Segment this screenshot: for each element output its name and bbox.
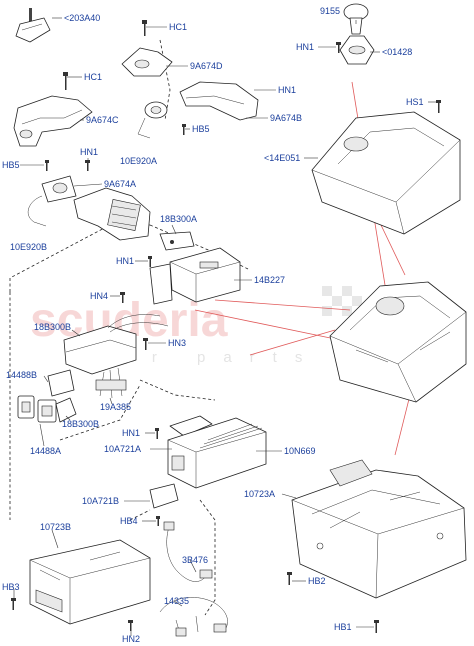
label-10e920a: 10E920A <box>120 156 157 166</box>
label-hn1-c: HN1 <box>116 256 134 266</box>
label-hc1-b: HC1 <box>84 72 102 82</box>
label-9155: 9155 <box>320 6 340 16</box>
harness-19a385 <box>63 314 169 399</box>
label-10723b: 10723B <box>40 522 71 532</box>
label-10723a: 10723A <box>244 489 275 499</box>
label-19a385: 19A385 <box>100 402 131 412</box>
label-18b300a: 18B300A <box>160 214 197 224</box>
label-hn1-b: HN1 <box>80 147 98 157</box>
stud-hn3 <box>143 338 148 350</box>
callout-labels: <203A40 HC1 HC1 9A674D HN1 9A674C 9A674B… <box>2 6 424 644</box>
stud-hn4 <box>120 292 125 303</box>
label-hn2: HN2 <box>122 634 140 644</box>
sensor-10e920b <box>27 175 77 227</box>
cover-14e051 <box>311 111 461 235</box>
harness-14335 <box>159 597 228 637</box>
connector-14488b <box>17 395 35 419</box>
label-hb2: HB2 <box>308 576 326 586</box>
label-hn1-a: HN1 <box>278 85 296 95</box>
assembly-centre <box>329 281 467 403</box>
label-10a721b: 10A721B <box>82 496 119 506</box>
sensor-10e920a <box>137 101 168 139</box>
label-10n669: 10N669 <box>284 446 316 456</box>
label-14488a: 14488A <box>30 446 61 456</box>
stud-hc1-b <box>63 72 68 90</box>
watermark-sub: car parts <box>100 349 320 366</box>
bracket-10a721a <box>155 415 213 439</box>
bolt-hb1 <box>374 620 379 633</box>
label-9a674a: 9A674A <box>104 179 136 189</box>
harness-3b476 <box>163 521 213 582</box>
stud-hc1-a <box>142 20 147 36</box>
label-hn3: HN3 <box>168 338 186 348</box>
duct-9a674d <box>121 47 173 77</box>
label-hb1: HB1 <box>334 622 352 632</box>
label-9a674b: 9A674B <box>270 113 302 123</box>
label-hn1-d: HN1 <box>122 428 140 438</box>
bracket-18b300a <box>159 231 195 251</box>
label-hn1-e: HN1 <box>296 42 314 52</box>
label-hc1-a: HC1 <box>169 22 187 32</box>
tray-10723b <box>29 539 151 625</box>
casing-10723a <box>291 459 467 599</box>
label-10a721a: 10A721A <box>104 444 141 454</box>
label-10e920b: 10E920B <box>10 242 47 252</box>
label-14488b: 14488B <box>6 370 37 380</box>
checkered-flag-icon <box>322 286 362 316</box>
duct-9a674c <box>13 95 93 147</box>
bolt-hb2 <box>287 572 292 585</box>
knob-9155 <box>343 3 369 35</box>
stud-hs1 <box>436 100 441 113</box>
label-hb5-b: HB5 <box>2 160 20 170</box>
module-10n669 <box>167 417 267 489</box>
label-9a674d: 9A674D <box>190 61 223 71</box>
label-9a674c: 9A674C <box>86 115 119 125</box>
bolt-hb5-a <box>182 124 186 135</box>
label-hb5-a: HB5 <box>192 124 210 134</box>
label-hs1: HS1 <box>406 97 424 107</box>
stud-hn1-top <box>336 42 341 53</box>
label-hn4: HN4 <box>90 291 108 301</box>
module-14b227 <box>169 247 241 303</box>
gaiter-01428 <box>339 35 375 65</box>
label-18b300b-b: 18B300B <box>62 419 99 429</box>
duct-9a674b <box>179 81 259 121</box>
label-hb4: HB4 <box>120 516 138 526</box>
label-hb3: HB3 <box>2 582 20 592</box>
leader-lines <box>13 17 436 636</box>
label-14b227: 14B227 <box>254 275 285 285</box>
label-203a40: <203A40 <box>64 13 100 23</box>
label-14e051: <14E051 <box>264 153 300 163</box>
duct-9a674a <box>73 187 151 241</box>
connector-14488a <box>37 397 77 423</box>
plate-18b300b <box>47 369 75 397</box>
stud-hn2 <box>128 620 133 631</box>
label-01428: <01428 <box>382 47 412 57</box>
bolt-hb5-b <box>45 160 49 171</box>
stud-hn1-left <box>85 160 90 171</box>
label-14335: 14335 <box>164 596 189 606</box>
label-3b476: 3B476 <box>182 555 208 565</box>
bracket-hn1-mid <box>148 256 173 305</box>
bolt-hb4 <box>156 516 160 526</box>
bolt-hb3 <box>11 598 16 610</box>
bracket-203a40 <box>15 8 51 43</box>
bracket-10a721b <box>149 483 179 509</box>
label-18b300b-a: 18B300B <box>34 322 71 332</box>
